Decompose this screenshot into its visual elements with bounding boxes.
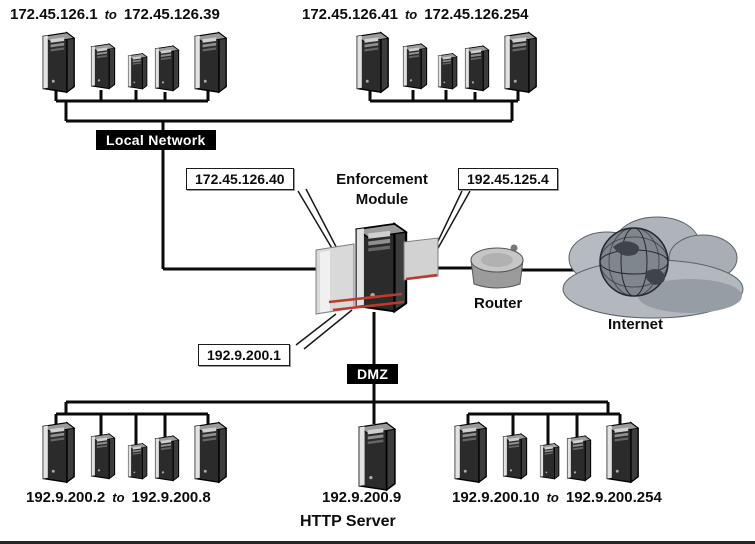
- dmz-label: DMZ: [347, 364, 399, 384]
- tower-computer-icon: [437, 53, 458, 90]
- firewall-tower-icon: [315, 222, 439, 315]
- globe-cloud-icon: [562, 216, 744, 319]
- cloud-shadow: [638, 279, 742, 313]
- tower-computer-icon: [194, 422, 227, 483]
- range-start: 192.9.200.10: [452, 489, 540, 506]
- image-bottom-edge: [0, 541, 755, 544]
- range-to-word: to: [404, 7, 418, 22]
- internet-label: Internet: [608, 316, 664, 333]
- tower-computer-icon: [154, 435, 180, 482]
- range-start: 172.45.126.1: [10, 6, 98, 23]
- wire-segment: [54, 88, 210, 101]
- dmz-ip-box: 192.9.200.1: [198, 344, 290, 366]
- tower-computer-icon: [356, 32, 389, 93]
- local-network-computers-a: [42, 32, 227, 93]
- router-label: Router: [474, 295, 523, 312]
- range-to-word: to: [112, 490, 125, 505]
- http-server-label: HTTP Server: [300, 513, 396, 530]
- globe-parallel: [599, 236, 669, 288]
- wire-segment: [64, 402, 610, 424]
- router-icon: [470, 244, 524, 289]
- tower-computer-icon: [606, 422, 639, 483]
- wire-segment: [368, 88, 520, 101]
- tower-computer-icon: [504, 32, 537, 93]
- external-ip-box: 192.45.125.4: [458, 168, 558, 190]
- globe-continent: [645, 268, 665, 285]
- module-red-stripes: [328, 273, 438, 312]
- wire-segment: [56, 99, 208, 121]
- range-to-word: to: [546, 490, 559, 505]
- tower-computer-icon: [154, 45, 180, 92]
- wire-segment: [54, 412, 210, 446]
- tower-computer-icon: [127, 53, 148, 90]
- enforcement-module-label: Enforcement Module: [336, 171, 428, 209]
- range-end: 192.9.200.8: [131, 489, 211, 506]
- tower-computer-icon: [539, 443, 560, 480]
- http-server-ip-label: 192.9.200.9: [322, 489, 402, 506]
- globe-meridian: [608, 227, 660, 297]
- tower-computer-icon: [42, 32, 75, 93]
- local-network-label: Local Network: [96, 130, 216, 150]
- module-right-panel: [403, 237, 439, 281]
- tower-computer-icon: [90, 433, 116, 480]
- http-server-icon: [358, 422, 396, 491]
- range-local-b: 172.45.126.41 to 172.45.126.254: [302, 6, 529, 23]
- range-local-a: 172.45.126.1 to 172.45.126.39: [10, 6, 220, 23]
- local-network-computers-b: [356, 32, 537, 93]
- tower-computer-icon: [194, 32, 227, 93]
- tower-computer-icon: [127, 443, 148, 480]
- router-top-inner: [481, 253, 513, 267]
- tower-computer-icon: [42, 422, 75, 483]
- http-server-group: [358, 422, 396, 491]
- tower-computer-icon: [566, 435, 592, 482]
- tower-computer-icon: [464, 45, 490, 92]
- range-start: 172.45.126.41: [302, 6, 398, 23]
- wire-segment: [370, 99, 518, 121]
- range-end: 192.9.200.254: [565, 489, 662, 506]
- leader-dmz-ip: [295, 309, 353, 350]
- tower-computer-icon: [502, 433, 528, 480]
- range-dmz-a: 192.9.200.2 to 192.9.200.8: [26, 489, 211, 506]
- tower-computer-icon: [454, 422, 487, 483]
- range-dmz-b: 192.9.200.10 to 192.9.200.254: [452, 489, 662, 506]
- internal-ip-box: 172.45.126.40: [186, 168, 294, 190]
- module-left-panel-highlight: [320, 250, 330, 313]
- range-to-word: to: [104, 7, 117, 22]
- tower-computer-icon: [90, 43, 116, 90]
- range-end: 172.45.126.254: [424, 6, 529, 23]
- range-end: 172.45.126.39: [123, 6, 220, 23]
- range-start: 192.9.200.2: [26, 489, 106, 506]
- globe: [599, 227, 669, 297]
- tower-computer-icon: [402, 43, 428, 90]
- globe-continent: [613, 241, 640, 256]
- wire-segment: [466, 412, 622, 446]
